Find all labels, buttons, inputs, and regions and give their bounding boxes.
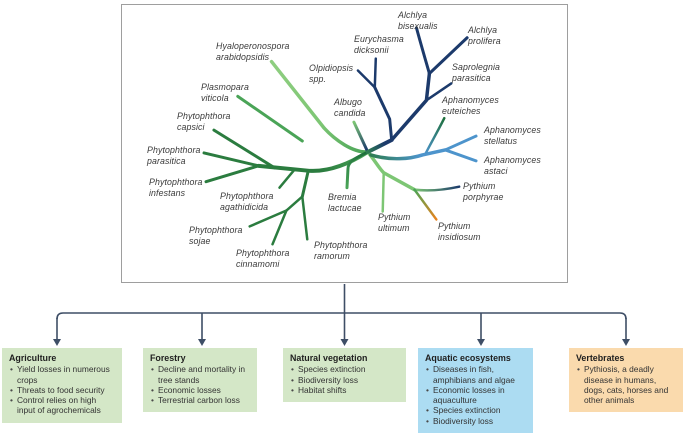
branch-phytophthora-parasitica: [202, 151, 261, 168]
impact-bullet-list: Diseases in fish, amphibians and algae E…: [425, 364, 527, 426]
species-label-bremia-lactucae: Bremia lactucae: [328, 192, 362, 213]
branch-ramorum-stem: [300, 169, 310, 199]
branch-phytophthora-ramorum: [301, 195, 309, 241]
species-label-aphanomyces-astaci: Aphanomyces astaci: [484, 155, 541, 176]
impact-bullet: Economic losses: [150, 385, 251, 396]
impact-bullet: Control relies on high input of agrochem…: [9, 395, 116, 416]
arrowhead-agriculture: [53, 339, 61, 346]
branch-aphanomyces-stellatus: [443, 134, 478, 152]
branch-hyaloperonospora: [269, 59, 370, 154]
species-label-alchlya-prolifera: Alchlya prolifera: [468, 25, 501, 46]
impact-bullet: Economic losses in aquaculture: [425, 385, 527, 406]
species-label-alchlya-bisexualis: Alchlya bisexualis: [398, 10, 438, 31]
branch-phytophthora-capsici: [212, 128, 276, 170]
arrowhead-forestry: [198, 339, 206, 346]
impact-box-title: Aquatic ecosystems: [425, 353, 511, 363]
impact-box-title: Agriculture: [9, 353, 57, 363]
species-label-plasmopara-viticola: Plasmopara viticola: [201, 82, 249, 103]
branch-eurychasma: [373, 57, 378, 89]
clade-downy-mildews: [236, 59, 370, 190]
branch-saprolegnia: [425, 82, 453, 102]
species-label-phytophthora-agathidicida: Phytophthora agathidicida: [220, 191, 274, 212]
species-label-hyaloperonospora-arabidopsidis: Hyaloperonospora arabidopsidis: [216, 41, 290, 62]
branch-sojae-stem: [285, 195, 304, 212]
impact-box-aquatic-ecosystems: Aquatic ecosystems Diseases in fish, amp…: [418, 348, 533, 433]
species-label-eurychasma-dicksonii: Eurychasma dicksonii: [354, 34, 404, 55]
impact-bullet: Habitat shifts: [290, 385, 400, 396]
impact-bullet-list: Species extinction Biodiversity loss Hab…: [290, 364, 400, 395]
species-label-phytophthora-parasitica: Phytophthora parasitica: [147, 145, 201, 166]
clade-pythium: [366, 150, 461, 221]
species-label-phytophthora-ramorum: Phytophthora ramorum: [314, 240, 368, 261]
species-label-phytophthora-cinnamomi: Phytophthora cinnamomi: [236, 248, 290, 269]
impact-bullet: Decline and mortality in tree stands: [150, 364, 251, 385]
impact-box-title: Natural vegetation: [290, 353, 368, 363]
branch-alchlya-prolifera: [427, 36, 469, 75]
impact-bullet: Species extinction: [290, 364, 400, 375]
species-label-albugo-candida: Albugo candida: [334, 97, 366, 118]
species-label-phytophthora-sojae: Phytophthora sojae: [189, 225, 243, 246]
branch-achlya-stem: [389, 71, 432, 142]
branch-olpidiopsis: [356, 69, 377, 89]
branch-pythium-insidiosum: [413, 188, 438, 221]
impact-box-vertebrates: Vertebrates Pythiosis, a deadly disease …: [569, 348, 683, 413]
impact-box-forestry: Forestry Decline and mortality in tree s…: [143, 348, 257, 413]
impact-bullet-list: Decline and mortality in tree stands Eco…: [150, 364, 251, 405]
branch-pythium-porphyrae: [413, 185, 461, 192]
arrowhead-aquatic: [477, 339, 485, 346]
branch-phytophthora-sojae: [248, 209, 288, 228]
species-label-aphanomyces-stellatus: Aphanomyces stellatus: [484, 125, 541, 146]
arrowhead-vertebrates: [622, 339, 630, 346]
branch-phytophthora-infestans: [204, 164, 261, 184]
phylogenetic-tree: [202, 26, 478, 246]
phylogeny-panel: Hyaloperonospora arabidopsidis Plasmopar…: [121, 4, 568, 283]
branch-aphanomyces-trunk: [369, 148, 448, 161]
connector-arrowheads: [53, 339, 630, 346]
branch-bremia: [345, 151, 368, 190]
branch-pythium-ultimum: [381, 171, 385, 213]
impact-bullet: Biodiversity loss: [290, 375, 400, 386]
branch-olpidiopsis-stem: [373, 85, 394, 142]
clade-phytophthora: [202, 128, 370, 246]
impact-bullet: Species extinction: [425, 405, 527, 416]
impact-box-natural-vegetation: Natural vegetation Species extinction Bi…: [283, 348, 406, 403]
impact-bullet: Threats to food security: [9, 385, 116, 396]
branch-phytophthora-agathidicida: [278, 168, 296, 189]
species-label-phytophthora-infestans: Phytophthora infestans: [149, 177, 203, 198]
impact-box-title: Forestry: [150, 353, 186, 363]
clade-saprolegniales: [356, 26, 469, 154]
impact-bullet: Terrestrial carbon loss: [150, 395, 251, 406]
impact-bullet: Diseases in fish, amphibians and algae: [425, 364, 527, 385]
branch-albugo: [352, 120, 369, 152]
branch-aphanomyces-euteiches: [424, 116, 446, 156]
species-label-pythium-porphyrae: Pythium porphyrae: [463, 181, 504, 202]
impact-bullet: Yield losses in numerous crops: [9, 364, 116, 385]
impact-bullet-list: Yield losses in numerous crops Threats t…: [9, 364, 116, 415]
branch-navy-trunk: [365, 138, 394, 154]
species-label-olpidiopsis-spp: Olpidiopsis spp.: [309, 63, 354, 84]
branch-plasmopara: [236, 94, 304, 143]
species-label-aphanomyces-euteiches: Aphanomyces euteiches: [442, 95, 499, 116]
branch-aphanomyces-astaci: [443, 148, 478, 163]
arrowhead-natural-vegetation: [340, 339, 349, 346]
impact-box-title: Vertebrates: [576, 353, 625, 363]
clade-aphanomyces: [369, 116, 478, 163]
branch-phytophthora-cinnamomi: [271, 209, 288, 246]
species-label-pythium-ultimum: Pythium ultimum: [378, 212, 411, 233]
species-label-pythium-insidiosum: Pythium insidiosum: [438, 221, 481, 242]
impact-box-agriculture: Agriculture Yield losses in numerous cro…: [2, 348, 122, 423]
impact-bullet-list: Pythiosis, a deadly disease in humans, d…: [576, 364, 677, 405]
connector-lines: [56, 284, 627, 340]
species-label-saprolegnia-parasitica: Saprolegnia parasitica: [452, 62, 501, 83]
species-label-phytophthora-capsici: Phytophthora capsici: [177, 111, 231, 132]
impact-bullet: Biodiversity loss: [425, 416, 527, 427]
connector-rail: [56, 312, 627, 320]
impact-bullet: Pythiosis, a deadly disease in humans, d…: [576, 364, 677, 405]
branch-alchlya-bisexualis: [414, 26, 431, 75]
